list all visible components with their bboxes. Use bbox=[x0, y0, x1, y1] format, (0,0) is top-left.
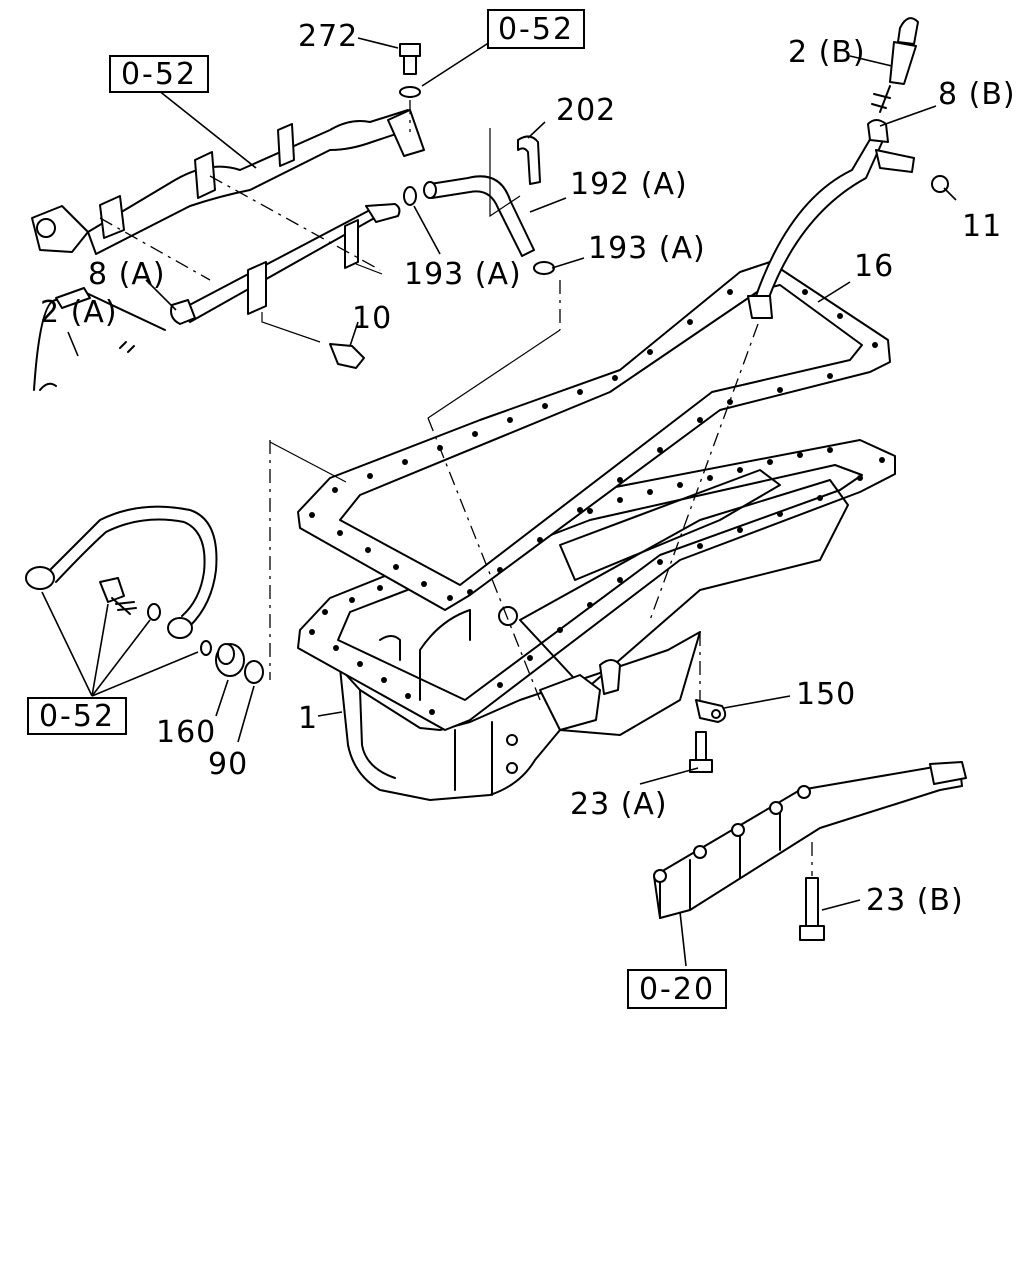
leader-lines bbox=[41, 37, 957, 967]
stiffener-plate bbox=[653, 761, 967, 919]
washer bbox=[147, 603, 161, 621]
dipstick-a bbox=[33, 287, 166, 391]
union-bolt bbox=[99, 577, 137, 615]
label-202: 202 bbox=[556, 93, 616, 128]
oil-pipe-bracket bbox=[31, 109, 425, 255]
ref-box-bottom: 0-20 bbox=[627, 969, 727, 1009]
label-272: 272 bbox=[298, 19, 358, 54]
ref-box-top-center: 0-52 bbox=[487, 9, 585, 49]
label-23b: 23 (B) bbox=[866, 883, 964, 918]
label-1: 1 bbox=[298, 701, 318, 736]
clamp-202 bbox=[517, 135, 541, 185]
washer-small bbox=[200, 640, 212, 656]
ref-box-top-left: 0-52 bbox=[109, 55, 209, 93]
svg-text:0-52: 0-52 bbox=[498, 12, 574, 47]
label-10: 10 bbox=[352, 301, 392, 336]
bolt-10 bbox=[329, 343, 365, 369]
label-90: 90 bbox=[208, 747, 248, 782]
svg-text:0-52: 0-52 bbox=[39, 699, 115, 734]
label-2b: 2 (B) bbox=[788, 35, 866, 70]
svg-text:0-20: 0-20 bbox=[639, 972, 715, 1007]
label-193a-upper: 193 (A) bbox=[404, 257, 522, 292]
label-193a-lower: 193 (A) bbox=[588, 231, 706, 266]
label-23a: 23 (A) bbox=[570, 787, 668, 822]
label-8a: 8 (A) bbox=[88, 257, 166, 292]
bracket-150 bbox=[695, 699, 727, 723]
svg-text:0-52: 0-52 bbox=[121, 57, 197, 92]
dipstick-b bbox=[871, 17, 919, 113]
hose-clip-193-upper bbox=[403, 186, 417, 206]
ref-box-left: 0-52 bbox=[27, 697, 127, 735]
bolt-272 bbox=[399, 43, 421, 98]
label-8b: 8 (B) bbox=[938, 77, 1016, 112]
label-192a: 192 (A) bbox=[570, 167, 688, 202]
label-150: 150 bbox=[796, 677, 856, 712]
drain-hose bbox=[25, 505, 218, 639]
dipstick-guide-tube-b bbox=[747, 119, 915, 319]
label-160: 160 bbox=[156, 715, 216, 750]
label-2a: 2 (A) bbox=[40, 295, 118, 330]
label-11: 11 bbox=[962, 209, 1002, 244]
oil-hose-192 bbox=[423, 175, 535, 257]
bolt-23a bbox=[689, 731, 713, 773]
dipstick-guide-tube-a bbox=[170, 203, 401, 325]
bolt-23b bbox=[799, 877, 825, 941]
oil-pan-gasket bbox=[297, 261, 891, 611]
label-16: 16 bbox=[854, 249, 894, 284]
gasket-90 bbox=[244, 660, 264, 684]
hose-clip-193-lower bbox=[533, 261, 555, 275]
drain-plug-160 bbox=[215, 643, 245, 677]
oil-pan bbox=[297, 439, 896, 801]
